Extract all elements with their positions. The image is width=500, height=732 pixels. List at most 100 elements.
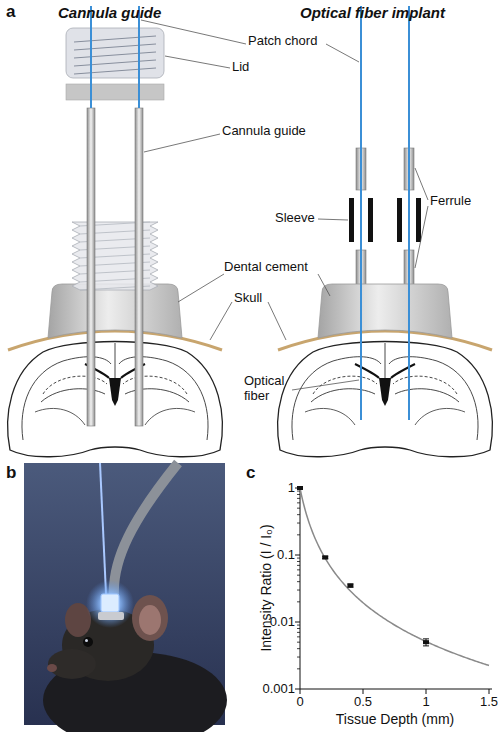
leader-line [318,219,348,220]
mouse-photo [139,605,161,635]
lid [66,28,164,78]
leader-line [210,302,232,340]
lid-thread [74,68,156,74]
cannula-tube [87,108,95,426]
optical-fiber [360,6,362,420]
axis-tick [295,555,300,556]
fit-curve [300,488,489,665]
axis-tick [297,625,300,626]
leader-line [415,206,428,268]
axis-tick [297,561,300,562]
leader-line [292,380,359,390]
mouse-photo [83,637,93,647]
axis-tick [295,689,300,690]
dental-cement [318,284,452,338]
skull-line [278,331,492,350]
leader-line [141,20,428,390]
axis-tick [297,569,300,570]
axis-tick [297,648,300,649]
data-point [347,584,353,588]
leader-line [178,274,224,302]
axis-tick [295,488,489,694]
mouse-photo [101,594,119,612]
panel-letter: b [6,463,16,483]
lid-thread [74,60,156,66]
data-point [423,645,429,646]
axis-tick [297,642,300,643]
axis-tick [297,514,300,515]
data-point [297,486,429,646]
axis-tick [489,689,490,694]
axis-tick [297,502,300,503]
tick-label: 0.1 [277,548,295,563]
part-label: Lid [232,60,249,75]
patch-cord [90,6,92,108]
brain-section [8,342,223,457]
part-label: Cannula guide [222,124,306,139]
tick-label: 1.5 [480,695,498,710]
axis-tick [297,565,300,566]
part-label: Optical fiber [244,374,296,404]
axis-title: Intensity Ratio (I / I₀) [258,524,274,651]
tick-label: 1 [288,481,295,496]
cannula-guide-figure [8,6,223,457]
part-label: Ferrule [430,194,471,209]
axis-tick [297,657,300,658]
lid-thread [74,36,156,74]
fiber-implant-figure [278,6,493,457]
axis-title: Tissue Depth (mm) [336,711,455,727]
axis-tick [297,668,300,669]
axis-tick [297,632,300,633]
tick-label: 1 [422,695,429,710]
part-label: Sleeve [275,211,315,226]
leader-line [326,44,359,62]
axis-tick [297,636,300,637]
axis-tick [295,622,300,623]
axis-tick [297,491,300,492]
mouse-photo [86,580,134,628]
panel-title: Cannula guide [58,4,161,21]
skull-line [8,331,222,350]
axis-tick [297,534,300,535]
mouse-photo [85,639,88,642]
lid-thread [74,36,156,42]
mouse-photo [98,612,124,620]
axis-tick [297,523,300,524]
mouse-photo [100,463,106,594]
intensity-chart [295,486,492,694]
axis-tick [297,494,300,495]
leader-line [268,302,286,340]
mouse-photo [47,664,57,672]
data-point [423,638,429,639]
lid-thread [74,44,156,50]
lid-thread [74,52,156,58]
leader-line [165,56,230,68]
sleeve [349,198,354,242]
tick-label: 0.01 [270,615,295,630]
axis-tick [297,628,300,629]
data-point [423,640,429,644]
sleeve [416,198,421,242]
part-label: Skull [234,291,262,306]
axis-tick [297,508,300,509]
axis-tick [297,575,300,576]
cannula-tube [135,108,143,426]
axis-tick [297,601,300,602]
leader-line [144,134,220,152]
mouse-photo [132,595,168,641]
part-label: Dental cement [224,260,308,275]
data-point [297,486,303,490]
axis-tick [363,689,364,694]
brain-section [278,342,493,457]
sleeve [397,198,402,242]
panel-title: Optical fiber implant [300,4,445,21]
axis-tick [297,581,300,582]
x-axis [300,689,492,690]
leader-line [318,274,330,296]
leader-line [415,168,428,200]
patch-cord [138,6,140,108]
axis-tick [297,590,300,591]
fit-curve [300,488,489,665]
